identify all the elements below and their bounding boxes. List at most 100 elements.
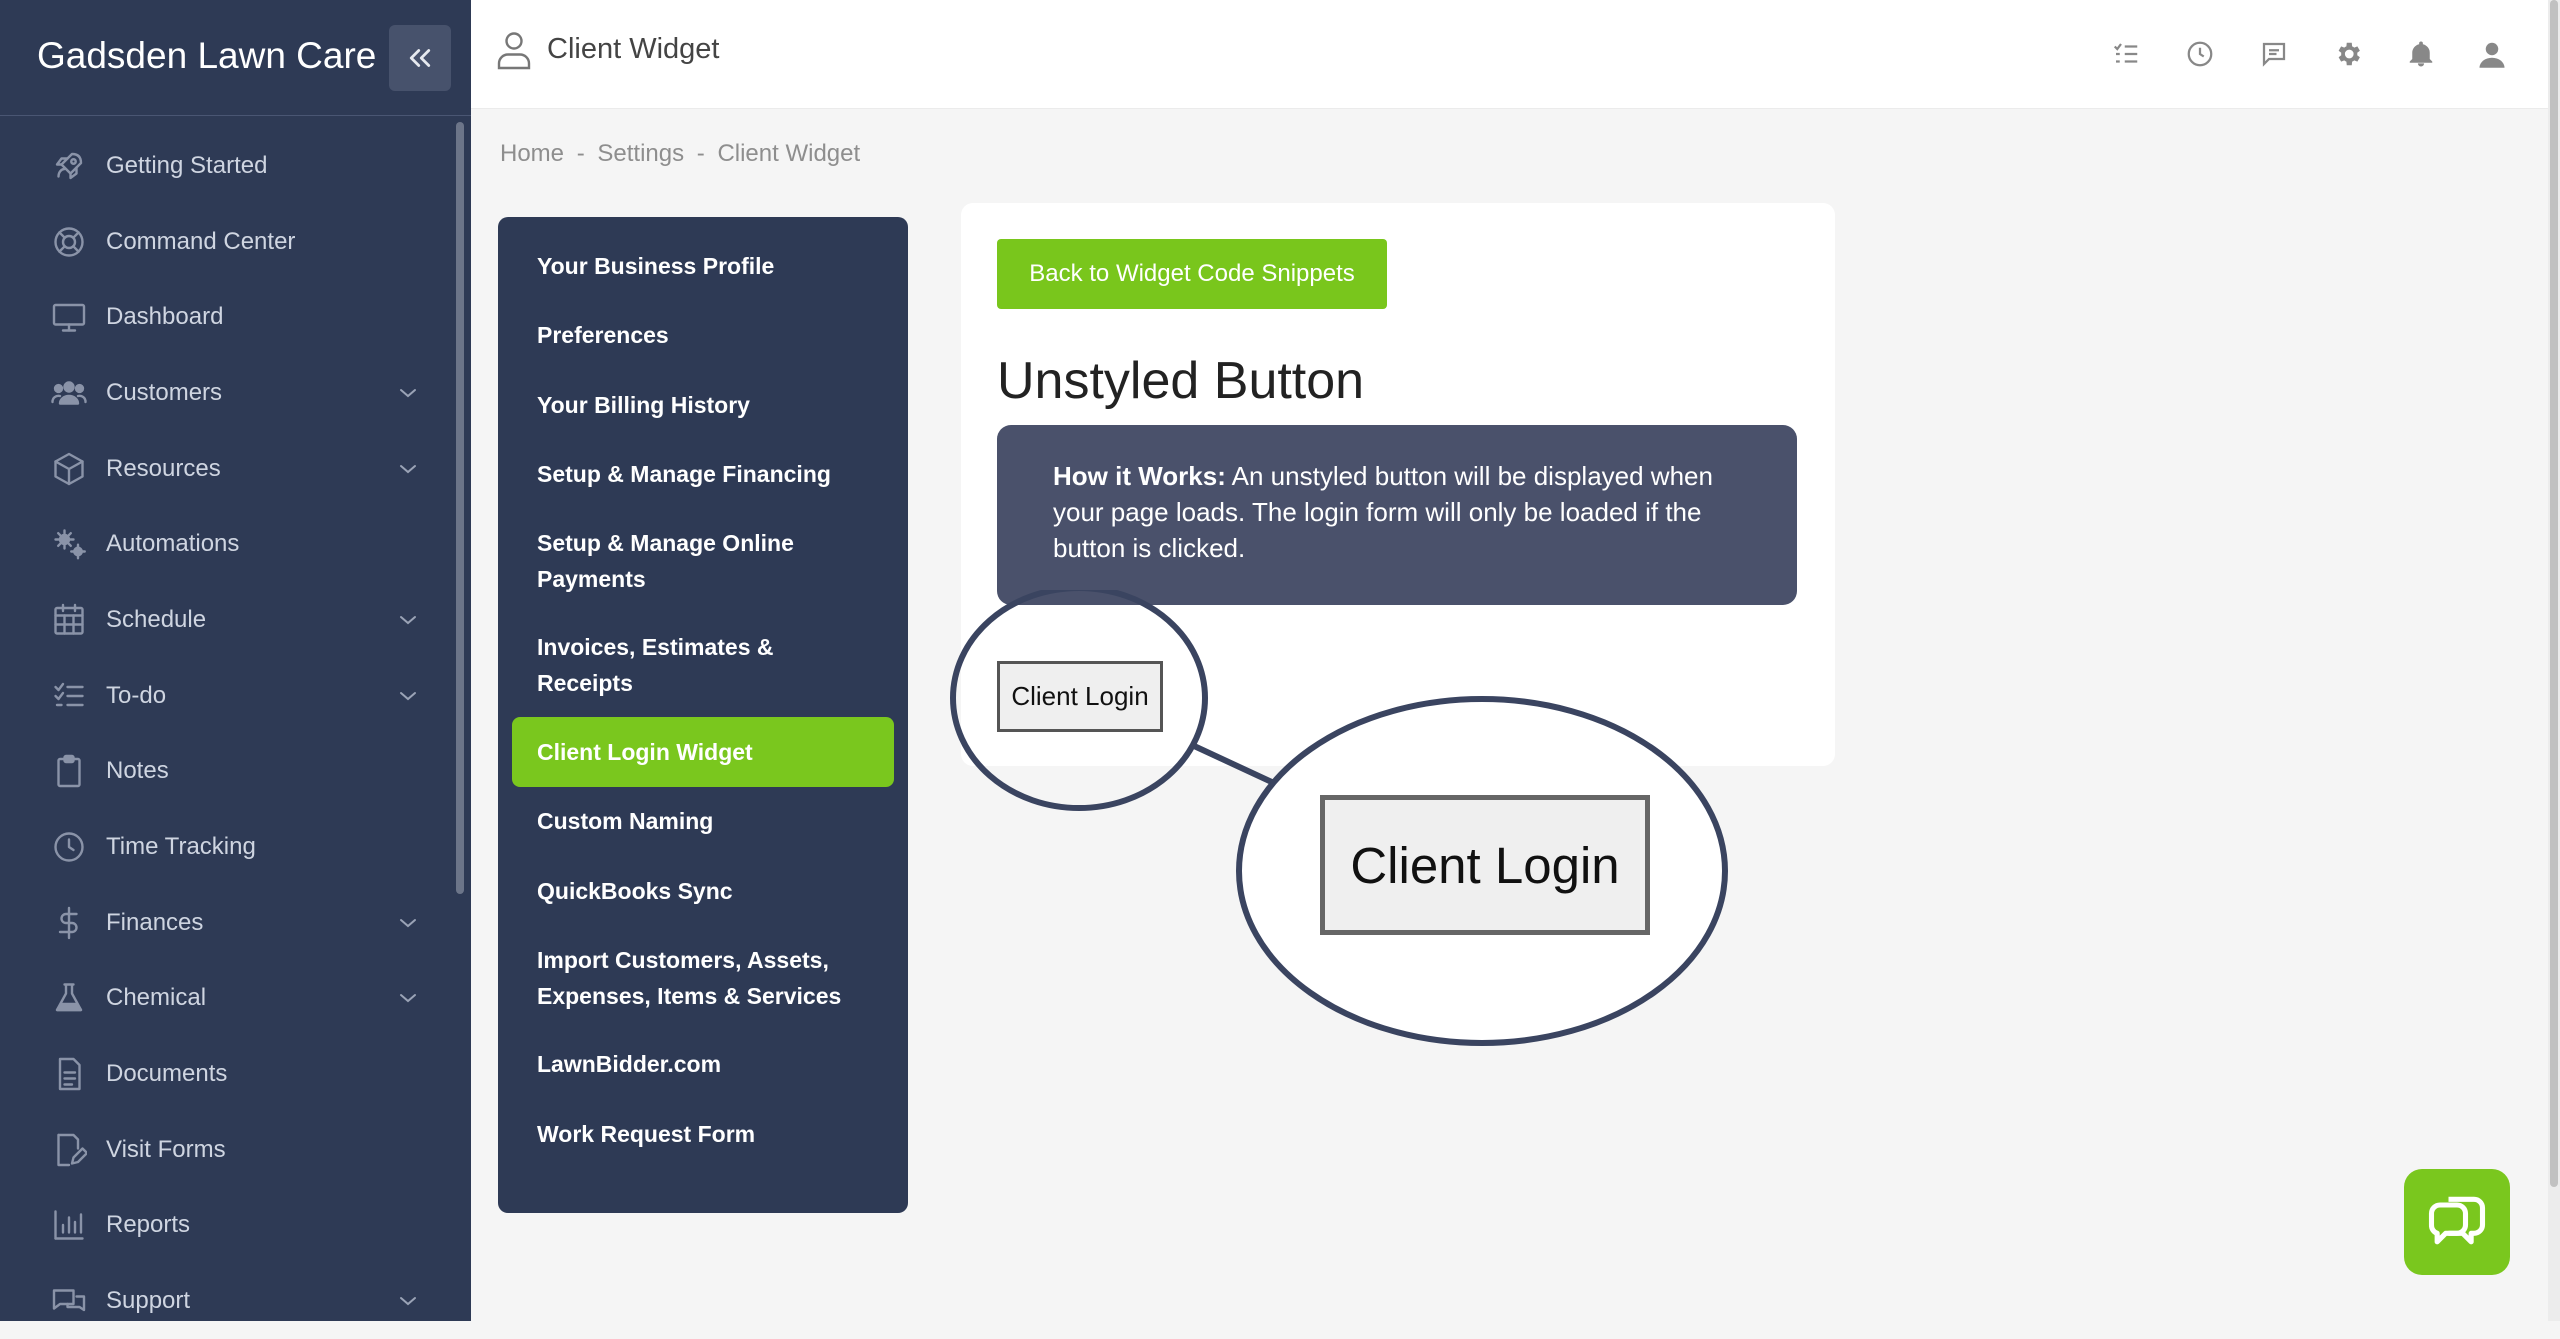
back-to-snippets-button[interactable]: Back to Widget Code Snippets: [997, 239, 1387, 309]
settings-menu-item-setup-manage-financing[interactable]: Setup & Manage Financing: [537, 461, 831, 488]
sidebar-item-dashboard[interactable]: Dashboard: [0, 279, 455, 355]
chevron-down-icon[interactable]: [396, 457, 420, 481]
sidebar-item-label: Customers: [106, 378, 223, 406]
breadcrumb-current: Client Widget: [717, 140, 861, 167]
breadcrumb-home[interactable]: Home: [500, 140, 565, 167]
sidebar-item-schedule[interactable]: Schedule: [0, 582, 455, 658]
chat-bubbles-icon: [50, 1282, 88, 1320]
sidebar-item-label: Reports: [106, 1211, 191, 1239]
settings-menu-item-your-business-profile[interactable]: Your Business Profile: [537, 252, 775, 279]
sidebar-item-label: Dashboard: [106, 303, 224, 331]
sidebar-item-reports[interactable]: Reports: [0, 1188, 455, 1264]
settings-menu-item-import-customers-assets-expenses-items-services[interactable]: Import Customers, Assets, Expenses, Item…: [537, 946, 842, 1009]
gears-icon: [50, 525, 88, 563]
how-it-works-box: How it Works: An unstyled button will be…: [997, 425, 1797, 605]
sidebar-item-label: Documents: [106, 1060, 228, 1088]
settings-menu-item-custom-naming[interactable]: Custom Naming: [537, 808, 714, 835]
sidebar-item-visit-forms[interactable]: Visit Forms: [0, 1112, 455, 1188]
how-it-works-text: An unstyled button will be displayed whe…: [1053, 461, 1713, 563]
document-icon: [50, 1055, 88, 1093]
breadcrumb-settings[interactable]: Settings: [597, 140, 685, 167]
rocket-icon: [50, 147, 88, 185]
settings-menu-item-client-login-widget[interactable]: Client Login Widget: [512, 717, 894, 787]
settings-menu-item-setup-manage-online-payments[interactable]: Setup & Manage Online Payments: [537, 530, 794, 592]
sidebar-item-label: Visit Forms: [106, 1135, 226, 1163]
chat-bubbles-icon: [2428, 1196, 2486, 1245]
chevron-down-icon[interactable]: [396, 1289, 420, 1313]
chevron-down-icon[interactable]: [396, 911, 420, 935]
checklist-icon: [50, 677, 88, 715]
chat-launcher-button[interactable]: [2404, 1169, 2510, 1275]
callout-connector: [1190, 742, 1278, 787]
sidebar-item-label: Notes: [106, 757, 169, 785]
sidebar-item-label: Resources: [106, 454, 221, 482]
sidebar-item-label: Time Tracking: [106, 833, 256, 861]
clock-icon[interactable]: [2182, 36, 2218, 72]
user-icon[interactable]: [2474, 36, 2510, 72]
sidebar-item-finances[interactable]: Finances: [0, 885, 455, 961]
section-heading: Unstyled Button: [997, 352, 1365, 410]
settings-menu-item-work-request-form[interactable]: Work Request Form: [537, 1120, 756, 1147]
collapse-sidebar-button[interactable]: [389, 25, 451, 91]
sidebar-item-label: To-do: [106, 681, 167, 709]
sidebar-item-chemical[interactable]: Chemical: [0, 961, 455, 1037]
message-icon[interactable]: [2256, 36, 2292, 72]
settings-menu-item-invoices-estimates-receipts[interactable]: Invoices, Estimates & Receipts: [537, 634, 774, 696]
bar-chart-icon: [50, 1206, 88, 1244]
sidebar-item-to-do[interactable]: To-do: [0, 658, 455, 734]
box-icon: [50, 450, 88, 488]
sidebar-item-customers[interactable]: Customers: [0, 355, 455, 431]
chevron-down-icon[interactable]: [396, 381, 420, 405]
form-edit-icon: [50, 1131, 88, 1169]
sidebar-item-support[interactable]: Support: [0, 1263, 455, 1339]
sidebar-item-resources[interactable]: Resources: [0, 431, 455, 507]
breadcrumb-separator: -: [696, 140, 705, 167]
user-outline-icon: [496, 30, 532, 70]
settings-menu-item-preferences[interactable]: Preferences: [537, 322, 669, 349]
dollar-icon: [50, 904, 88, 942]
how-it-works-label: How it Works:: [1053, 461, 1226, 491]
breadcrumb: Home - Settings - Client Widget: [500, 140, 866, 168]
sidebar-item-label: Getting Started: [106, 151, 268, 179]
double-chevron-left-icon: [409, 49, 431, 67]
widget-card: Back to Widget Code Snippets Unstyled Bu…: [961, 203, 1835, 766]
sidebar-item-time-tracking[interactable]: Time Tracking: [0, 809, 455, 885]
sidebar-item-documents[interactable]: Documents: [0, 1036, 455, 1112]
sidebar-item-label: Finances: [106, 908, 204, 936]
settings-menu-item-your-billing-history[interactable]: Your Billing History: [537, 391, 750, 418]
sidebar-item-automations[interactable]: Automations: [0, 506, 455, 582]
lifebuoy-icon: [50, 223, 88, 261]
calendar-icon: [50, 601, 88, 639]
sidebar-item-label: Schedule: [106, 605, 207, 633]
gear-icon[interactable]: [2330, 36, 2366, 72]
settings-menu-item-quickbooks-sync[interactable]: QuickBooks Sync: [537, 877, 733, 904]
bell-icon[interactable]: [2403, 36, 2439, 72]
sidebar-item-notes[interactable]: Notes: [0, 734, 455, 810]
monitor-icon: [50, 298, 88, 336]
page-scrollbar[interactable]: [2550, 0, 2558, 1187]
chevron-down-icon[interactable]: [396, 684, 420, 708]
sidebar-item-label: Support: [106, 1287, 191, 1315]
sidebar-item-label: Chemical: [106, 984, 207, 1012]
chevron-down-icon[interactable]: [396, 986, 420, 1010]
clipboard-icon: [50, 752, 88, 790]
sidebar-item-command-center[interactable]: Command Center: [0, 204, 455, 280]
checklist-icon[interactable]: [2108, 36, 2144, 72]
zoomed-client-login-button: Client Login: [1320, 795, 1650, 935]
sidebar-scrollbar[interactable]: [456, 122, 464, 894]
clock-icon: [50, 828, 88, 866]
small-highlight-ellipse: [950, 590, 1208, 811]
top-bar: Client Widget: [471, 0, 2560, 109]
brand-name: Gadsden Lawn Care: [37, 35, 377, 76]
client-login-button[interactable]: Client Login: [997, 661, 1163, 732]
breadcrumb-separator: -: [576, 140, 585, 167]
users-icon: [50, 374, 88, 412]
settings-menu-item-lawnbidder-com[interactable]: LawnBidder.com: [537, 1051, 722, 1078]
sidebar-item-label: Command Center: [106, 227, 296, 255]
chevron-down-icon[interactable]: [396, 608, 420, 632]
sidebar-item-getting-started[interactable]: Getting Started: [0, 128, 455, 204]
sidebar-item-label: Automations: [106, 530, 240, 558]
